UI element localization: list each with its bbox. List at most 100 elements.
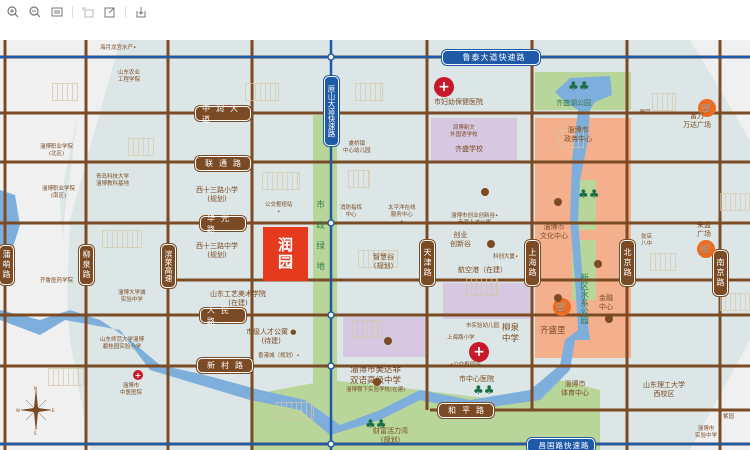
road-beijing: 北京路 [620,240,635,286]
fit-icon [51,7,63,17]
building-icon [352,320,382,338]
label-gongjiao2: •公交枢纽站 [450,362,481,368]
building-icon [348,170,370,188]
building-icon [128,138,154,156]
road-liantong: 联通路 [195,156,251,171]
shizheng-greenway-label: 市政绿地 [314,200,325,282]
label-huaqiao: 虞桥镇 中心幼儿园 [343,141,371,154]
label-ziyuan: • 紫园 [723,407,735,420]
label-zbdx: 淄博大学城 实验中学 [118,290,146,303]
location-map[interactable]: 鲁泰大道快速路 原山大道快速路 昌国路快速路 中润大道 联通路 华光路 人民路 … [0,40,750,450]
building-icon [558,130,584,148]
hospital-icon: + [469,342,489,362]
label-gongjiao1: 公交枢纽站 • [265,202,293,215]
label-hangkong: 航空港（在建） [458,266,507,274]
tree-icon: ♣♣ [473,383,495,397]
project-runyuan[interactable]: 润园 [263,227,308,281]
compass-n: N [34,386,37,391]
edit-icon [104,7,115,18]
road-shanghai: 上海路 [525,240,540,286]
label-zhengwu: 淄博市 政务中心 [564,126,592,143]
label-zbzy-hosp: 淄博市 中医医院 [120,383,143,396]
hospital-icon: + [434,77,454,97]
tree-icon: ♣♣ [578,187,600,201]
compass-s: S [34,431,37,435]
building-icon [276,402,314,420]
label-haiyue: 海月龙宫水产• [100,45,137,51]
tree-icon: ♣♣ [365,417,387,431]
label-jinrong: 金融 中心 [599,294,613,311]
label-qdkj: 青岛科技大学 淄博教科基地 [96,174,130,187]
label-x13-xiao: 西十三路小学 (规划) [196,186,238,203]
road-puluo: 蒲萌路 [0,245,14,285]
label-qilu: 齐鲁医药学院 [40,278,74,284]
label-chuangye-top: 淄博市创业创新谷• 专家人才公寓 [451,213,499,226]
edit-button[interactable] [101,3,119,21]
road-lutai-expressway: 鲁泰大道快速路 [442,50,540,65]
shopping-cart-icon: 🛒 [553,298,571,316]
building-icon [48,368,84,386]
label-kechuang: 科创大厦• [493,254,519,260]
label-zhihui: 智慧谷 (规划) [373,253,394,270]
download-button[interactable] [132,3,150,21]
poi-dot [594,260,602,268]
tree-icon: ♣♣ [568,79,590,93]
label-fuyou: 市妇幼保健医院 [434,98,483,106]
label-wenhua: 淄博市 文化中心 [540,223,568,240]
toolbar-divider [125,6,126,18]
road-yuanshan-expressway: 原山大道快速路 [324,76,339,146]
poi-dot [554,294,562,302]
label-xiaofang: 消防指挥 中心 [340,205,363,218]
road-binlai: 滨莱高速 [161,244,176,288]
zoom-in-icon [7,6,19,18]
label-shanghai-xiao: 上海路小学 [447,335,475,341]
label-zbzy-nan: 淄博职业学院 (南区) [42,186,76,199]
road-renmin: 人民路 [200,306,246,326]
label-chuangye: 创业 创新谷 [450,231,471,248]
road-nanjing: 南京路 [713,250,728,296]
label-rongsheng: 荣盛 广场 [697,221,711,238]
zoom-in-button[interactable] [4,3,22,21]
compass-w: W [16,408,20,413]
map-base-layer [0,40,750,450]
zoom-out-icon [29,6,41,18]
label-tiyu: 淄博市 体育中心 [561,380,589,397]
compass-e: E [52,408,55,413]
poi-dot [373,378,381,386]
poi-dot [605,315,613,323]
label-sdgy: 山东工艺美术学院 (在建) [210,290,266,307]
label-zhongxin-hosp: 市中心医院 [459,375,494,383]
rotate-button[interactable] [79,3,97,21]
building-icon [720,193,750,211]
building-icon [262,172,300,190]
label-rencai: 市级人才公寓 ● (待建) [246,328,297,345]
road-xincun: 新村路 [197,358,253,373]
poi-dot [487,240,495,248]
rotate-icon [82,7,94,18]
label-runfu: 润博新文 外国语学校 [450,125,478,138]
label-liuquan-zhong: 柳泉 中学 [502,323,520,344]
label-zbzy-bei: 淄博职业学院 (北区) [40,144,74,157]
poi-dot [481,188,489,196]
label-qishengli: 齐盛里 [540,326,566,336]
label-taiping: 太平洋在线 服务中心 • [388,205,416,225]
road-liuquan: 柳泉路 [79,245,94,285]
label-meida-sub: 淄博稷下实验学校(在建) [346,387,406,393]
toolbar-divider [72,6,73,18]
label-fuli: 富力 万达广场 [683,112,711,129]
road-zhongrun: 中润大道 [195,104,251,124]
zoom-out-button[interactable] [26,3,44,21]
fit-button[interactable] [48,3,66,21]
hospital-icon: + [133,370,143,380]
label-shiyoyuan: 市实验幼儿园 [466,323,500,329]
shopping-cart-icon: 🛒 [698,99,716,117]
road-tianjin: 天津路 [420,240,435,286]
download-icon [136,7,146,18]
building-icon [102,230,142,248]
compass-rose-icon: N S E W [16,386,55,435]
building-icon [358,250,398,268]
building-icon [245,83,279,101]
viewer-toolbar [0,0,750,24]
label-zhangdian8: 张店 八中 [641,234,653,247]
label-sdsf: 山东师范大学淄博 碧桂园实验小学 [100,337,145,350]
